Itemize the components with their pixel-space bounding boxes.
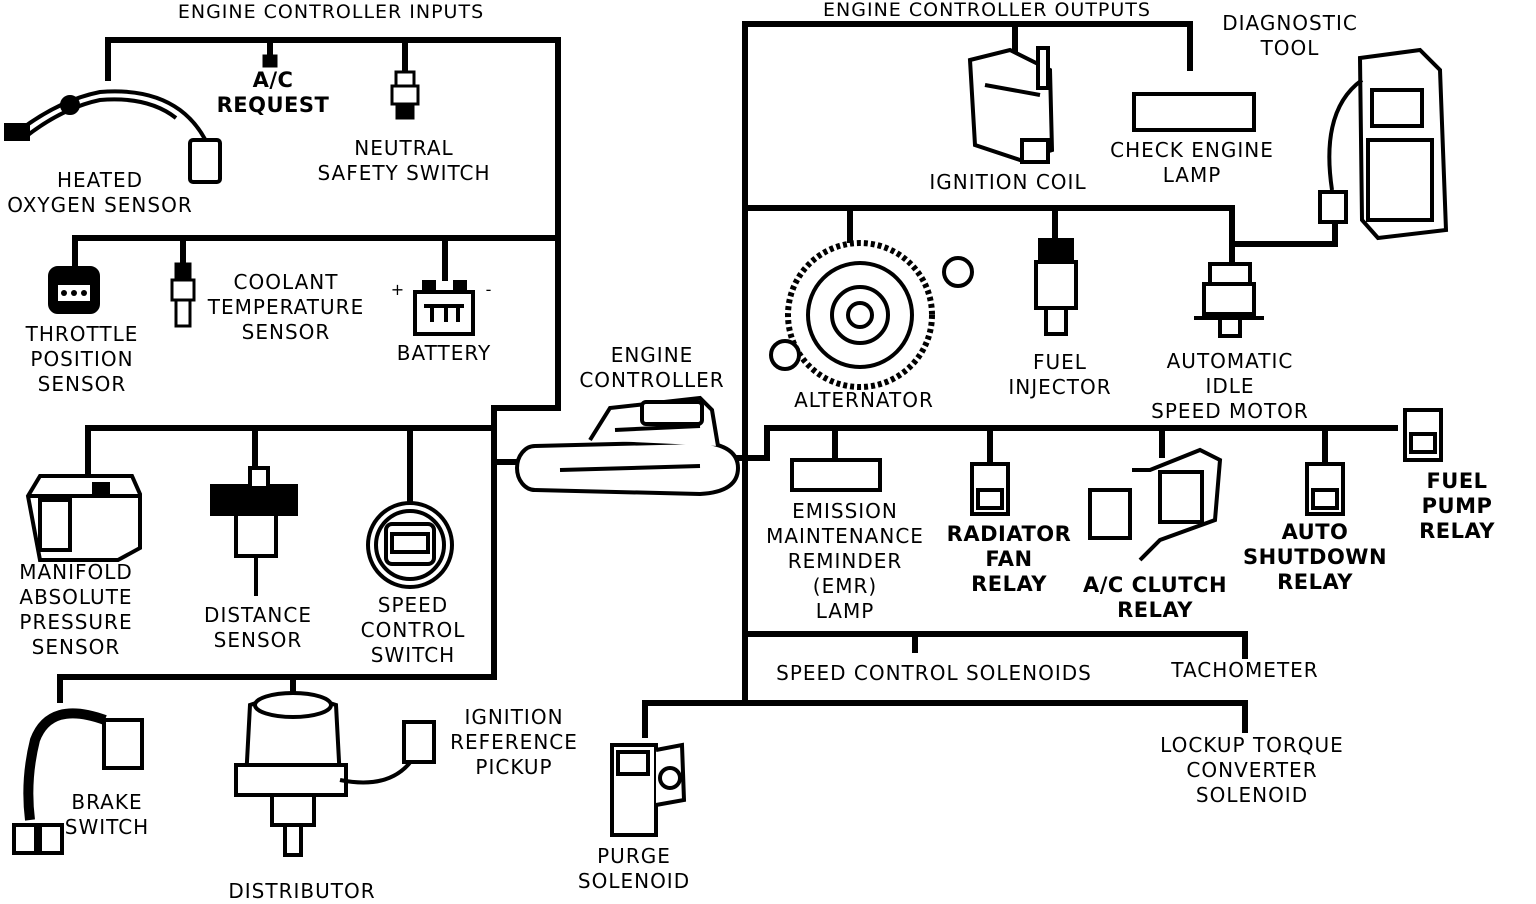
fuel-injector-label: FUEL INJECTOR bbox=[1008, 350, 1112, 399]
battery-plus-label: + bbox=[390, 280, 406, 299]
speed-control-solenoids-label: SPEED CONTROL SOLENOIDS bbox=[776, 661, 1092, 685]
fuel-pump-relay-icon bbox=[1403, 408, 1443, 462]
ignition-reference-pickup-label: IGNITION REFERENCE PICKUP bbox=[450, 705, 578, 779]
fuel-pump-relay-label: FUEL PUMP RELAY bbox=[1419, 469, 1495, 543]
distributor-icon bbox=[234, 691, 436, 857]
alternator-icon bbox=[769, 240, 974, 390]
radiator-fan-relay-label: RADIATOR FAN RELAY bbox=[946, 522, 1072, 596]
heated-oxygen-sensor-label: HEATED OXYGEN SENSOR bbox=[7, 168, 193, 217]
ac-request-plug-icon bbox=[262, 54, 278, 68]
battery-minus-label: - bbox=[485, 280, 493, 299]
idle-speed-motor-icon bbox=[1194, 262, 1264, 338]
battery-label: BATTERY bbox=[396, 341, 492, 365]
alternator-label: ALTERNATOR bbox=[794, 388, 934, 412]
throttle-position-sensor-icon bbox=[48, 266, 100, 314]
check-engine-lamp-label: CHECK ENGINE LAMP bbox=[1110, 138, 1274, 187]
radiator-fan-relay-icon bbox=[970, 462, 1010, 516]
map-sensor-icon bbox=[25, 474, 142, 562]
input-wiring bbox=[57, 37, 561, 703]
distance-sensor-icon bbox=[210, 466, 298, 596]
output-wiring bbox=[642, 21, 1398, 738]
ac-clutch-relay-label: A/C CLUTCH RELAY bbox=[1082, 573, 1228, 622]
inputs-heading: ENGINE CONTROLLER INPUTS bbox=[177, 1, 485, 23]
ac-clutch-relay-icon bbox=[1088, 447, 1223, 562]
oxygen-sensor-icon bbox=[4, 89, 222, 184]
neutral-safety-switch-label: NEUTRAL SAFETY SWITCH bbox=[317, 136, 491, 185]
brake-switch-label: BRAKE SWITCH bbox=[64, 790, 150, 839]
purge-solenoid-label: PURGE SOLENOID bbox=[577, 844, 691, 893]
idle-speed-motor-label: AUTOMATIC IDLE SPEED MOTOR bbox=[1151, 349, 1309, 423]
battery-icon bbox=[413, 280, 475, 336]
check-engine-lamp-icon bbox=[1132, 92, 1256, 132]
map-sensor-label: MANIFOLD ABSOLUTE PRESSURE SENSOR bbox=[19, 560, 133, 659]
ignition-coil-label: IGNITION COIL bbox=[929, 170, 1087, 194]
distributor-label: DISTRIBUTOR bbox=[228, 879, 376, 903]
ac-request-label: A/C REQUEST bbox=[216, 68, 330, 117]
throttle-position-sensor-label: THROTTLE POSITION SENSOR bbox=[25, 322, 139, 396]
speed-control-switch-icon bbox=[366, 501, 454, 589]
lockup-torque-converter-solenoid-label: LOCKUP TORQUE CONVERTER SOLENOID bbox=[1160, 733, 1344, 807]
coolant-temperature-sensor-icon bbox=[170, 262, 196, 328]
diagnostic-tool-icon bbox=[1318, 47, 1449, 241]
engine-controller-label: ENGINE CONTROLLER bbox=[579, 343, 725, 392]
diagnostic-tool-label: DIAGNOSTIC TOOL bbox=[1222, 11, 1358, 60]
coolant-temperature-sensor-label: COOLANT TEMPERATURE SENSOR bbox=[207, 270, 365, 344]
emr-lamp-icon bbox=[790, 458, 882, 492]
purge-solenoid-icon bbox=[610, 742, 687, 837]
engine-controller-icon bbox=[515, 395, 741, 497]
tachometer-label: TACHOMETER bbox=[1171, 658, 1319, 682]
auto-shutdown-relay-label: AUTO SHUTDOWN RELAY bbox=[1242, 520, 1388, 594]
fuel-injector-icon bbox=[1034, 238, 1078, 336]
ignition-coil-icon bbox=[967, 46, 1055, 164]
neutral-safety-switch-icon bbox=[390, 70, 420, 120]
auto-shutdown-relay-icon bbox=[1305, 462, 1345, 516]
distance-sensor-label: DISTANCE SENSOR bbox=[204, 603, 312, 652]
brake-switch-icon bbox=[12, 708, 144, 855]
outputs-heading: ENGINE CONTROLLER OUTPUTS bbox=[823, 0, 1151, 21]
emr-lamp-label: EMISSION MAINTENANCE REMINDER (EMR) LAMP bbox=[766, 499, 924, 623]
speed-control-switch-label: SPEED CONTROL SWITCH bbox=[360, 593, 466, 667]
